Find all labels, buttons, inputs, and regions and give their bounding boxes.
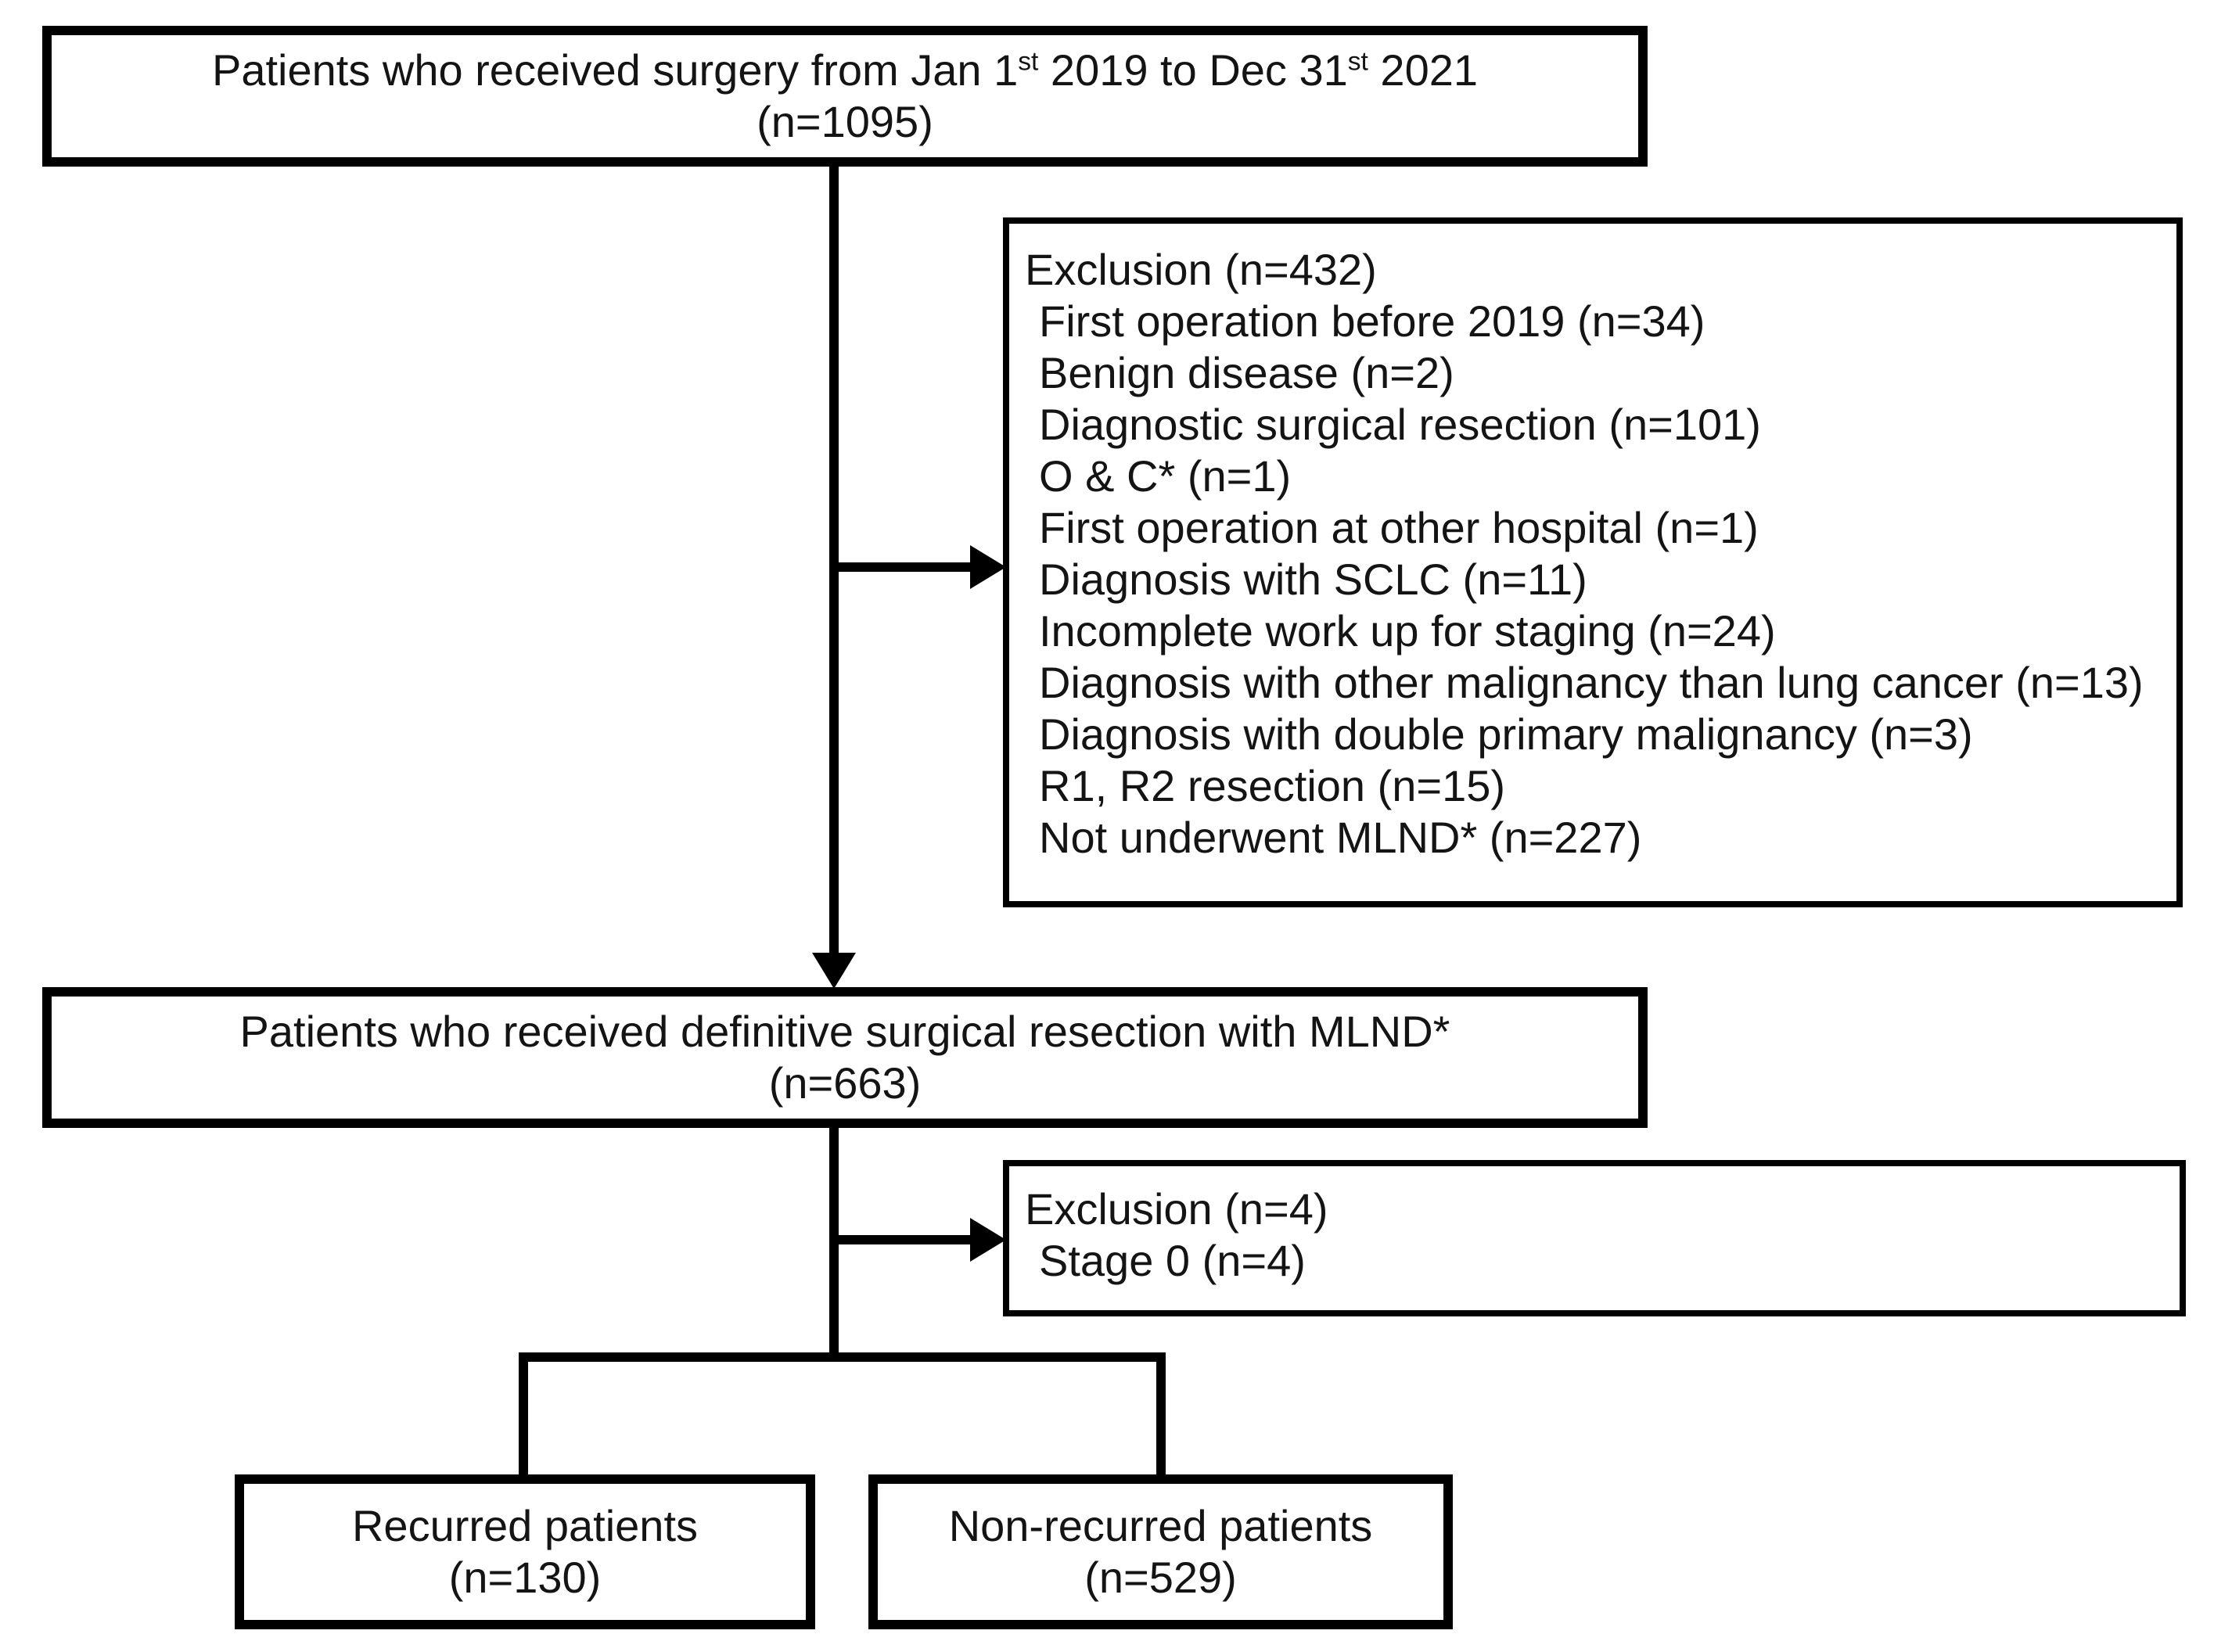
box-nonrecurred-line1: Non-recurred patients <box>948 1501 1373 1550</box>
connector-exclusion-2 <box>829 1235 972 1244</box>
exclusion2-header: Exclusion (n=4) <box>1025 1184 1328 1234</box>
exclusion1-item: Incomplete work up for staging (n=24) <box>1039 606 1776 655</box>
surgery-sup-st-2: st <box>1347 47 1368 77</box>
exclusion1-item: Not underwent MLND* (n=227) <box>1039 813 1642 862</box>
exclusion1-item: O & C* (n=1) <box>1039 451 1292 501</box>
box-recurred-count: (n=130) <box>448 1553 602 1602</box>
connector-exclusion-1 <box>829 562 972 572</box>
exclusion1-item: Diagnostic surgical resection (n=101) <box>1039 400 1761 449</box>
exclusion1-item: Diagnosis with SCLC (n=11) <box>1039 555 1587 604</box>
box-definitive-line1: Patients who received definitive surgica… <box>239 1007 1450 1056</box>
box-surgery-count: (n=1095) <box>757 97 933 146</box>
connector-left-drop <box>519 1352 528 1478</box>
box-definitive-resection: Patients who received definitive surgica… <box>42 987 1648 1128</box>
surgery-line1-post: 2021 <box>1368 45 1479 95</box>
surgery-sup-st-1: st <box>1018 47 1039 77</box>
connector-split-bar <box>519 1352 1166 1362</box>
box-non-recurred-patients: Non-recurred patients (n=529) <box>868 1474 1453 1629</box>
box-exclusion-1: Exclusion (n=432) First operation before… <box>1003 217 2183 907</box>
box-recurred-patients: Recurred patients (n=130) <box>235 1474 815 1629</box>
exclusion1-header: Exclusion (n=432) <box>1025 245 1377 294</box>
connector-stem-1 <box>829 167 839 953</box>
box-nonrecurred-count: (n=529) <box>1084 1553 1237 1602</box>
exclusion1-item: First operation at other hospital (n=1) <box>1039 503 1759 552</box>
box-surgery-total: Patients who received surgery from Jan 1… <box>42 26 1648 167</box>
surgery-line1-mid: 2019 to Dec 31 <box>1038 45 1348 95</box>
box-recurred-line1: Recurred patients <box>351 1501 698 1550</box>
exclusion2-item: Stage 0 (n=4) <box>1039 1236 1306 1285</box>
exclusion1-item: Diagnosis with double primary malignancy… <box>1039 709 1973 759</box>
box-exclusion-2: Exclusion (n=4) Stage 0 (n=4) <box>1003 1160 2186 1316</box>
box-definitive-count: (n=663) <box>768 1058 922 1108</box>
down-arrowhead <box>812 953 856 989</box>
exclusion1-item: Diagnosis with other malignancy than lun… <box>1039 658 2144 707</box>
connector-right-drop <box>1156 1352 1166 1478</box>
surgery-line1-pre: Patients who received surgery from Jan 1 <box>211 45 1019 95</box>
connector-stem-2 <box>829 1128 839 1362</box>
box-surgery-line1: Patients who received surgery from Jan 1… <box>212 45 1478 96</box>
exclusion1-item: R1, R2 resection (n=15) <box>1039 761 1506 810</box>
right-arrowhead-1 <box>970 545 1006 589</box>
exclusion1-item: First operation before 2019 (n=34) <box>1039 296 1705 346</box>
exclusion1-item: Benign disease (n=2) <box>1039 348 1454 397</box>
right-arrowhead-2 <box>970 1218 1006 1262</box>
